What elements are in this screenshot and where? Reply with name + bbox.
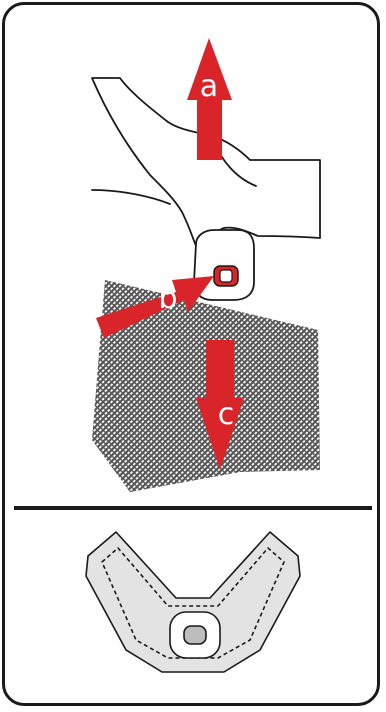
bracket-part-illustration: [86, 532, 300, 672]
label-b: b: [158, 281, 177, 316]
label-a: a: [200, 69, 218, 104]
label-c: c: [218, 397, 235, 432]
